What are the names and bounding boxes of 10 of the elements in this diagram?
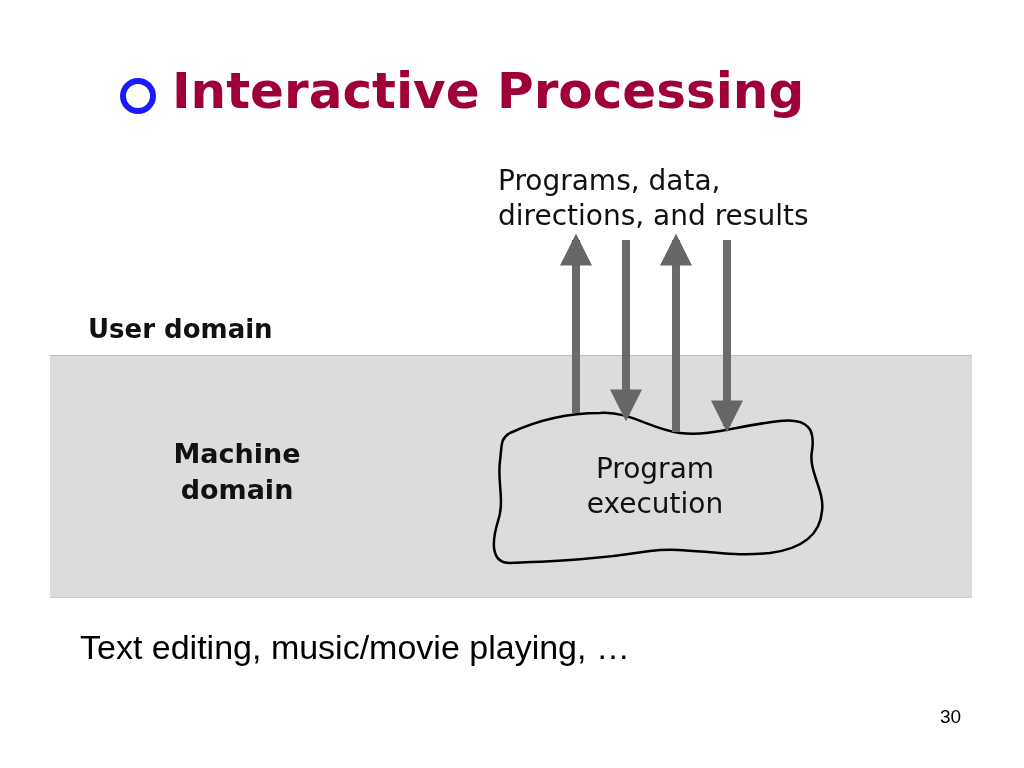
flow-label: Programs, data, directions, and results	[498, 163, 810, 233]
note-text: Text editing, music/movie playing, …	[80, 628, 630, 667]
process-label: Program execution	[585, 451, 725, 521]
domain-label: User domain	[88, 314, 273, 344]
slide-title: Interactive Processing	[172, 62, 805, 120]
domain-band	[50, 355, 972, 598]
arrow	[660, 233, 692, 432]
arrow	[560, 233, 592, 413]
domain-label: Machine domain	[172, 437, 302, 507]
page-number: 30	[940, 706, 962, 728]
